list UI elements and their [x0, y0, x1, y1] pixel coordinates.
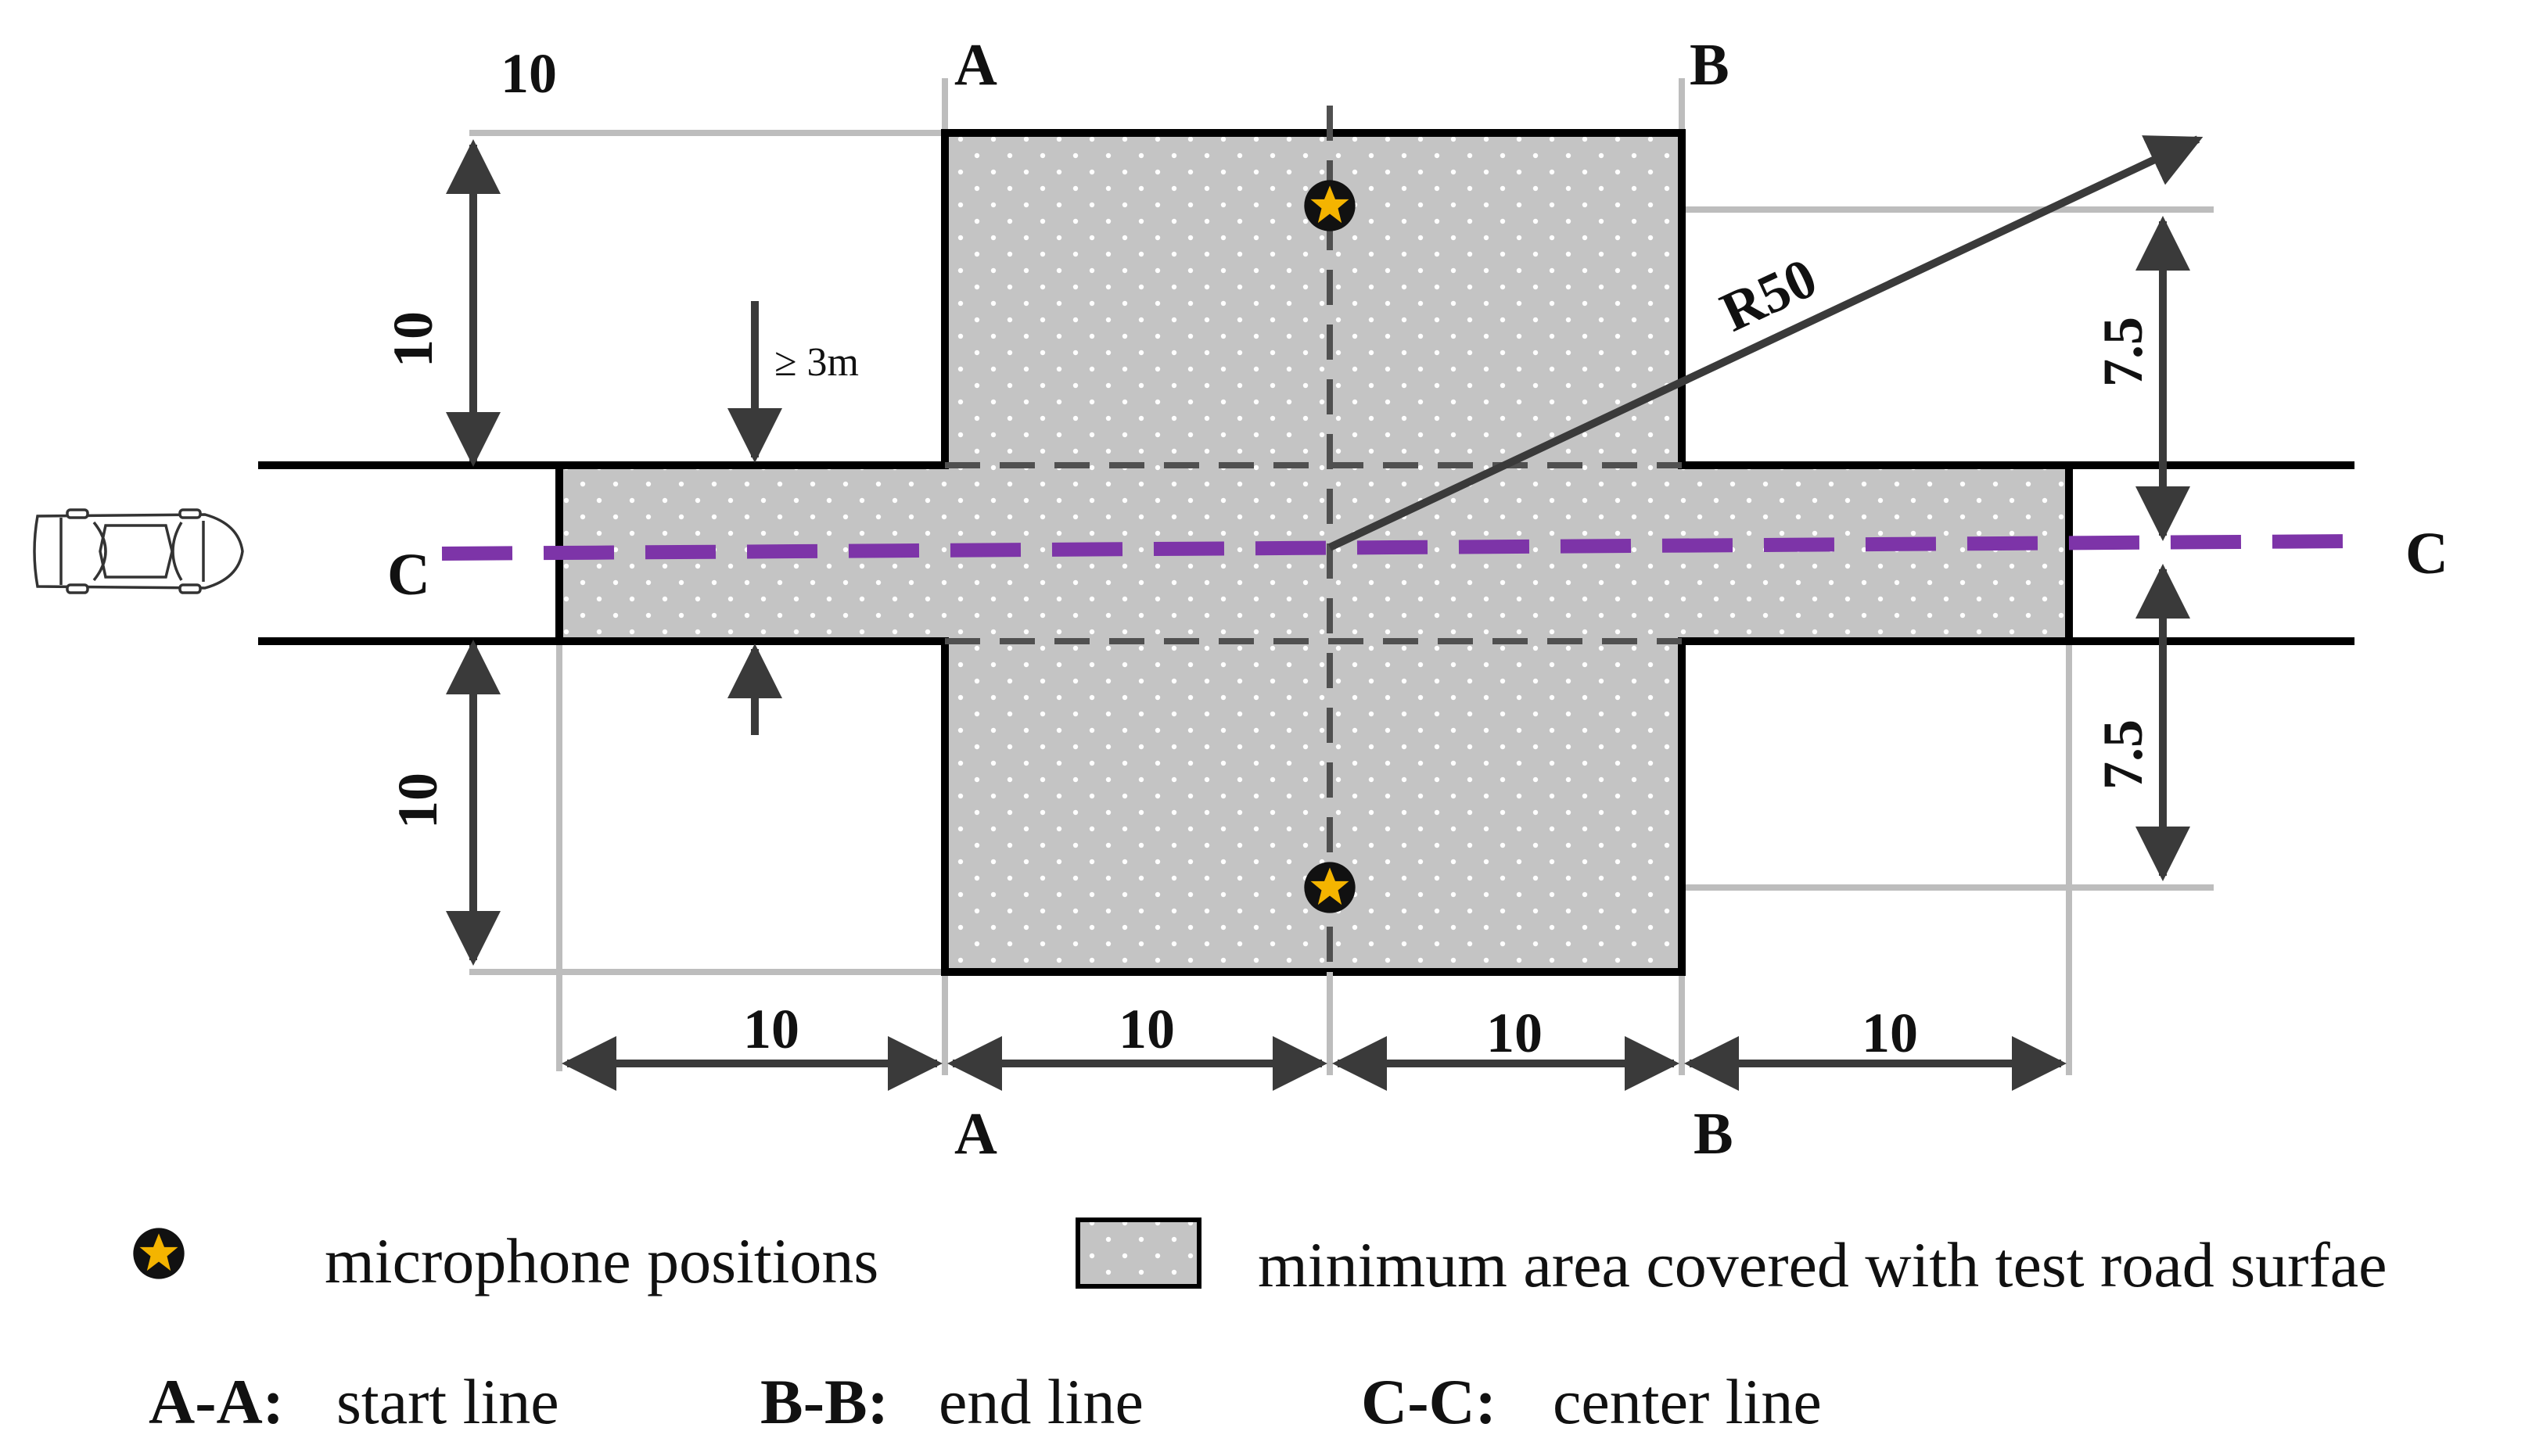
dim-right-upper: 7.5 — [2092, 317, 2154, 387]
legend-bb-text: end line — [939, 1366, 1144, 1437]
dim-bottom-3: 10 — [1486, 1002, 1543, 1064]
legend-aa-text: start line — [336, 1366, 559, 1437]
dim-top-left-width: 10 — [501, 42, 557, 105]
legend-surface-label: minimum area covered with test road surf… — [1258, 1229, 2387, 1300]
section-c-left: C — [387, 542, 430, 608]
legend-bb-key: B-B: — [760, 1366, 889, 1437]
legend-cc-key: C-C: — [1361, 1366, 1496, 1437]
section-a-bottom: A — [954, 1101, 997, 1167]
legend-microphone-label: microphone positions — [325, 1225, 878, 1296]
section-b-top: B — [1690, 32, 1729, 98]
section-c-right: C — [2405, 521, 2448, 586]
microphone-bottom-star-icon — [1304, 862, 1356, 913]
section-b-bottom: B — [1694, 1101, 1733, 1167]
dim-bottom-2: 10 — [1119, 998, 1175, 1060]
center-line — [441, 534, 2355, 561]
dim-bottom-1: 10 — [743, 998, 799, 1060]
legend-surface-swatch — [1076, 1218, 1201, 1289]
microphone-top-star-icon — [1304, 180, 1356, 231]
extension-lines — [469, 78, 2214, 1075]
section-a-top: A — [954, 32, 997, 98]
dimension-arrows — [446, 139, 2190, 1091]
legend-star-icon — [133, 1228, 185, 1279]
dim-right-lower: 7.5 — [2092, 719, 2154, 790]
min-width-note: ≥ 3m — [774, 340, 859, 385]
radius-label: R50 — [1711, 246, 1826, 344]
dim-bottom-4: 10 — [1862, 1002, 1918, 1064]
car-icon — [33, 508, 244, 594]
dashed-axes — [945, 106, 1682, 972]
radius-arrow — [1327, 135, 2204, 551]
dim-left-upper: 10 — [382, 311, 444, 368]
dim-left-lower: 10 — [386, 773, 449, 829]
legend-aa-key: A-A: — [149, 1366, 284, 1437]
legend-cc-text: center line — [1553, 1366, 1822, 1437]
